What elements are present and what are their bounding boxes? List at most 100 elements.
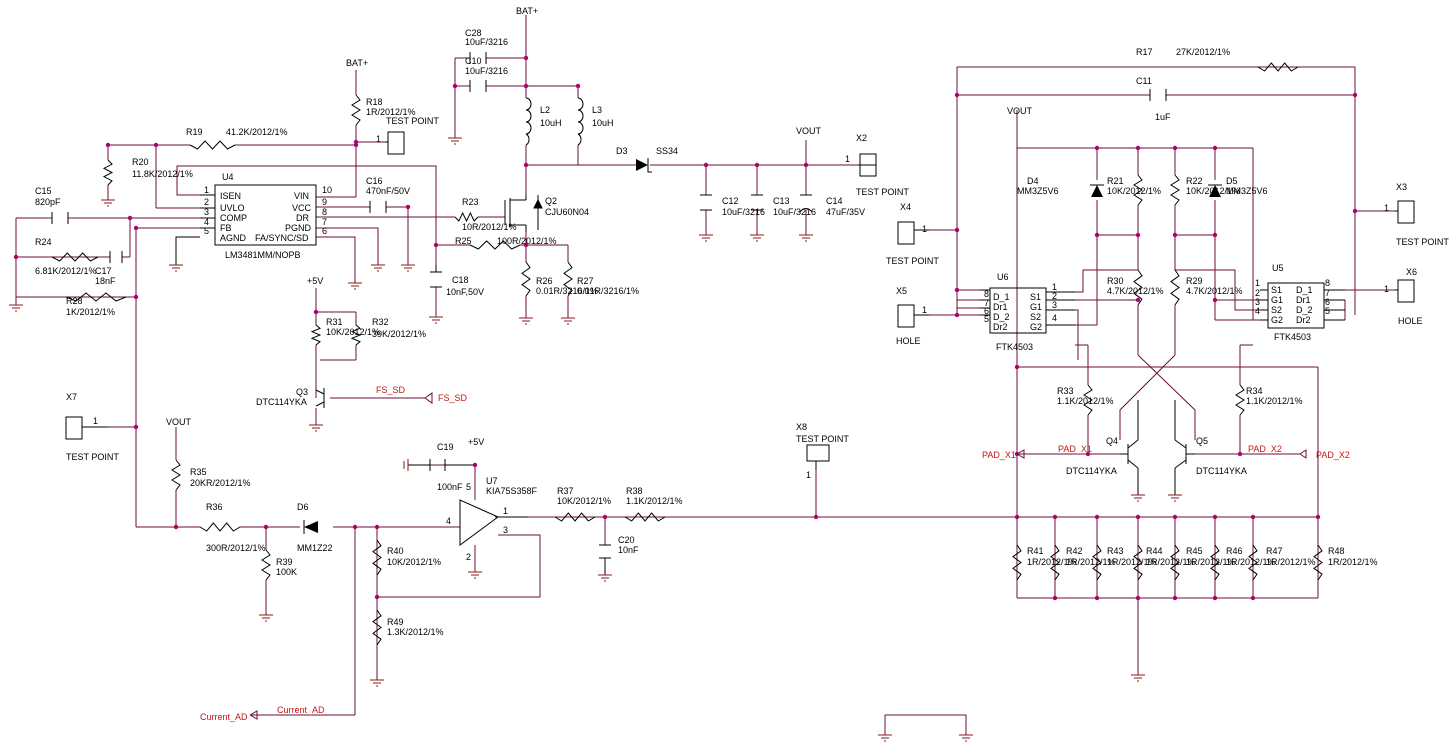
svg-text:C16: C16 [366,176,383,186]
svg-text:DTC114YKA: DTC114YKA [1196,466,1247,476]
svg-text:D6: D6 [297,502,309,512]
junction-dot [1315,514,1321,520]
junction-dot [1094,145,1100,151]
resistor-bodies [51,62,1323,646]
supply-label: BAT+ [516,6,538,16]
resistor-zigzag [521,261,531,297]
junction-dot [1135,514,1141,520]
resistor-zigzag [563,261,573,297]
junction-dot [1172,514,1178,520]
supply-label: +5V [307,276,323,286]
svg-text:6: 6 [1325,297,1330,307]
svg-text:4: 4 [1052,313,1057,323]
svg-text:U4: U4 [222,172,234,182]
junction-dot [1135,145,1141,151]
svg-text:18nF: 18nF [95,276,116,286]
junction-dot [1094,595,1100,601]
svg-text:X3: X3 [1396,182,1407,192]
junction-dot [1212,514,1218,520]
svg-text:C11: C11 [1136,76,1152,86]
resistor-zigzag [1133,544,1143,581]
svg-text:1R/2012/1%: 1R/2012/1% [1266,557,1316,567]
inductors [525,97,584,146]
svg-text:1R/2012/1%: 1R/2012/1% [1027,557,1077,567]
svg-text:SS34: SS34 [656,146,678,156]
resistor-zigzag [1248,544,1258,581]
svg-text:300R/2012/1%: 300R/2012/1% [206,543,266,553]
svg-text:S2: S2 [1271,305,1282,315]
svg-text:X4: X4 [900,202,911,212]
resistor-zigzag [1235,384,1245,416]
svg-text:U7: U7 [486,476,498,486]
svg-text:47uF/35V: 47uF/35V [826,207,865,217]
junction-dot [523,55,529,61]
svg-text:10uF/3216: 10uF/3216 [722,207,765,217]
svg-text:7: 7 [984,298,989,308]
svg-text:1K/2012/1%: 1K/2012/1% [66,307,115,317]
resistor-zigzag [65,292,127,302]
junction-dot [127,215,133,221]
junction-dot [405,204,411,210]
svg-text:PAD_X2: PAD_X2 [1316,450,1350,460]
svg-text:1R/2012/1%: 1R/2012/1% [1107,557,1157,567]
svg-text:1R/2012/1%: 1R/2012/1% [1226,557,1276,567]
svg-text:C17: C17 [95,266,112,276]
svg-text:R29: R29 [1186,276,1203,286]
svg-text:R47: R47 [1266,546,1283,556]
svg-text:1: 1 [806,470,811,480]
svg-text:Current_AD: Current_AD [277,705,325,715]
svg-text:8: 8 [984,289,989,299]
svg-text:MM3Z5V6: MM3Z5V6 [1017,186,1059,196]
junction-dot [523,242,529,248]
svg-text:9: 9 [322,197,327,207]
svg-text:1.3K/2012/1%: 1.3K/2012/1% [387,627,444,637]
resistor-zigzag [454,211,479,223]
junction-dot [1250,595,1256,601]
svg-text:2: 2 [1052,291,1057,301]
svg-text:3: 3 [1052,300,1057,310]
junction-dot [1135,297,1141,303]
svg-text:1: 1 [503,506,508,516]
resistor-zigzag [51,252,99,262]
svg-text:1uF: 1uF [1155,112,1171,122]
resistor-zigzag [261,549,271,581]
svg-text:6: 6 [984,306,989,316]
svg-text:10uF/3216: 10uF/3216 [773,207,816,217]
supply-label: VOUT [166,417,192,427]
junction-dot [173,524,179,530]
svg-text:1: 1 [204,185,209,195]
junction-dot [1212,297,1218,303]
junction-dot [1094,232,1100,238]
svg-text:R30: R30 [1107,276,1124,286]
svg-text:DR: DR [296,213,309,223]
svg-text:5: 5 [984,314,989,324]
svg-text:C13: C13 [773,196,790,206]
junction-dot [263,524,269,530]
svg-text:R25: R25 [455,236,472,246]
svg-text:C18: C18 [452,275,469,285]
svg-text:4: 4 [204,217,209,227]
svg-text:R32: R32 [372,317,389,327]
junction-dot [954,287,960,293]
junction-dot [1135,595,1141,601]
svg-text:10uF/3216: 10uF/3216 [465,37,508,47]
junction-dot [1172,145,1178,151]
svg-text:1: 1 [376,134,381,144]
svg-text:4: 4 [446,516,451,526]
svg-text:R41: R41 [1027,546,1044,556]
svg-text:R17: R17 [1136,47,1153,57]
junction-dot [1212,232,1218,238]
resistor-zigzag [1257,62,1299,72]
svg-text:1: 1 [1052,282,1057,292]
junction-dot [374,524,380,530]
svg-text:1: 1 [1384,284,1389,294]
svg-text:C20: C20 [618,535,635,545]
junction-dot [13,254,19,260]
junction-dot [803,162,809,168]
junction-dot [1014,514,1020,520]
svg-text:DTC114YKA: DTC114YKA [256,397,307,407]
junction-dot [1212,595,1218,601]
svg-text:S2: S2 [1030,312,1041,322]
